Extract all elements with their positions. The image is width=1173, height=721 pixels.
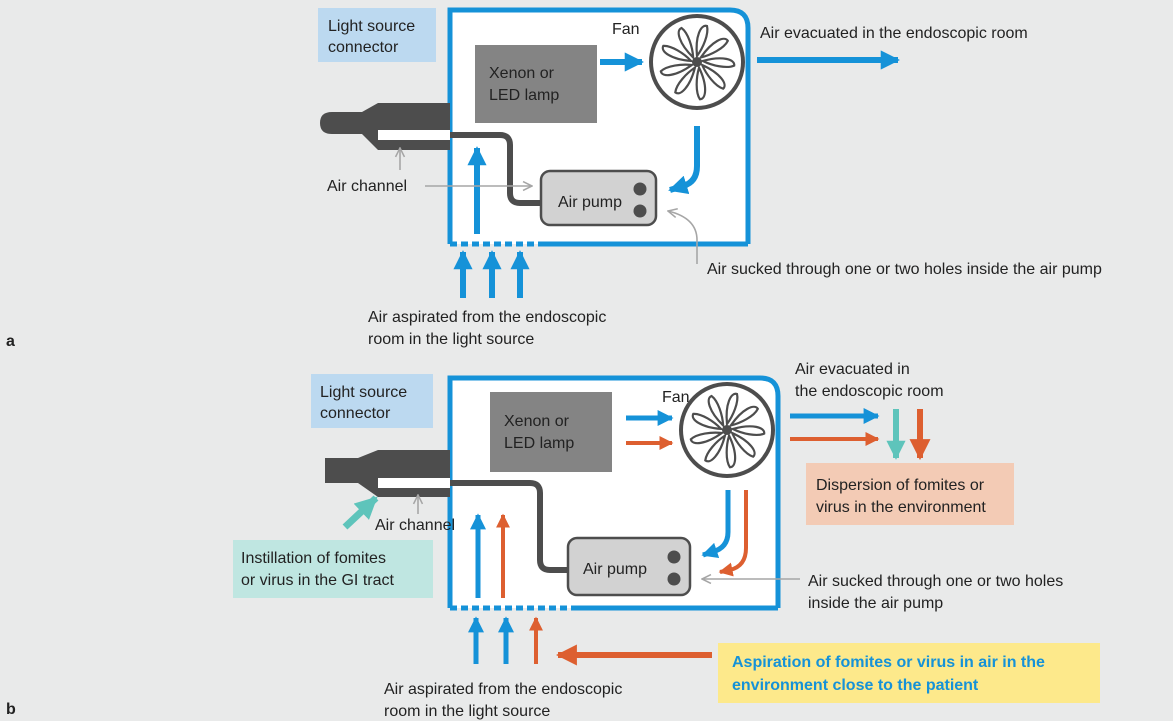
air-evacuated-line2: the endoscopic room xyxy=(795,383,944,400)
fan-icon xyxy=(649,14,745,110)
air-aspirated-line1: Air aspirated from the endoscopic xyxy=(384,681,622,698)
air-pump-label: Air pump xyxy=(558,194,622,211)
connector-label-line2: connector xyxy=(320,405,391,422)
xenon-lamp xyxy=(475,45,597,123)
air-channel-label: Air channel xyxy=(375,517,455,534)
air-sucked-line1: Air sucked through one or two holes xyxy=(808,573,1063,590)
panel-letter-a: a xyxy=(6,333,15,350)
light-source-connector-plug xyxy=(325,450,450,497)
connector-label-box xyxy=(318,8,436,62)
connector-label-line2: connector xyxy=(328,39,399,56)
connector-label-box xyxy=(311,374,433,428)
aspiration-line2: environment close to the patient xyxy=(732,677,979,694)
fan-to-pump-arrow xyxy=(701,490,731,559)
panel-b: b Light source connector Xenon or LED la… xyxy=(6,361,1100,720)
connector-air-channel xyxy=(378,478,450,488)
lamp-label-line2: LED lamp xyxy=(504,435,574,452)
connector-label-line1: Light source xyxy=(328,18,415,35)
air-evacuated-label: Air evacuated in the endoscopic room xyxy=(760,25,1028,42)
fan-to-pump-contaminated-arrow xyxy=(718,490,748,577)
instillation-box xyxy=(233,540,433,598)
fan-label: Fan xyxy=(612,21,640,38)
air-aspirated-line1: Air aspirated from the endoscopic xyxy=(368,309,606,326)
lamp-label-line1: Xenon or xyxy=(489,65,555,82)
air-pump-label: Air pump xyxy=(583,561,647,578)
pump-hole-icon xyxy=(633,182,647,196)
fan-label: Fan xyxy=(662,389,690,406)
fan-to-pump-arrow xyxy=(668,126,700,195)
air-pump xyxy=(539,169,658,227)
air-pump xyxy=(566,536,692,597)
connector-label-line1: Light source xyxy=(320,384,407,401)
air-evacuated-line1: Air evacuated in xyxy=(795,361,910,378)
dispersion-box xyxy=(806,463,1014,525)
pump-hole-icon xyxy=(667,572,681,586)
air-sucked-label: Air sucked through one or two holes insi… xyxy=(707,261,1102,278)
panel-letter-b: b xyxy=(6,701,16,718)
xenon-lamp xyxy=(490,392,612,472)
air-tube xyxy=(450,132,545,206)
pump-hole-pointer xyxy=(668,211,698,264)
lamp-label-line1: Xenon or xyxy=(504,413,570,430)
air-aspirated-line2: room in the light source xyxy=(384,703,550,720)
panel-a: a Light source connector Xenon or LED la… xyxy=(6,7,1102,350)
air-sucked-line2: inside the air pump xyxy=(808,595,943,612)
connector-air-channel xyxy=(378,130,450,140)
instillation-line1: Instillation of fomites xyxy=(241,550,386,567)
fan-icon xyxy=(679,382,775,478)
aspiration-box xyxy=(718,643,1100,703)
pump-hole-icon xyxy=(667,550,681,564)
dispersion-line2: virus in the environment xyxy=(816,499,986,516)
air-tube xyxy=(450,480,572,573)
instillation-arrow xyxy=(342,495,379,530)
lamp-label-line2: LED lamp xyxy=(489,87,559,104)
air-aspirated-line2: room in the light source xyxy=(368,331,534,348)
dispersion-line1: Dispersion of fomites or xyxy=(816,477,985,494)
pump-hole-icon xyxy=(633,204,647,218)
instillation-line2: or virus in the GI tract xyxy=(241,572,394,589)
aspiration-line1: Aspiration of fomites or virus in air in… xyxy=(732,654,1045,671)
light-source-connector-plug xyxy=(320,103,450,150)
air-channel-label: Air channel xyxy=(327,178,407,195)
